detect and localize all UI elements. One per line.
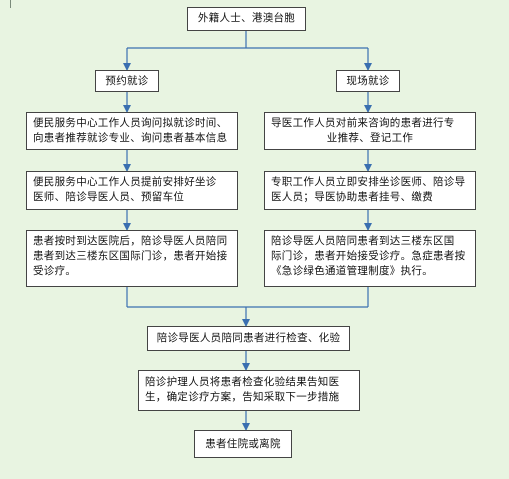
node-end: 患者住院或离院 — [194, 430, 292, 458]
node-left-header: 预约就诊 — [95, 70, 159, 92]
node-left-step2: 便民服务中心工作人员提前安排好坐诊 医师、陪诊导医人员、预留车位 — [26, 171, 238, 210]
node-merge-step: 陪诊导医人员陪同患者进行检查、化验 — [147, 326, 350, 351]
node-nurse-step: 陪诊护理人员将患者检查化验结果告知医 生，确定诊疗方案，告知采取下一步措施 — [138, 370, 360, 411]
node-left-step1: 便民服务中心工作人员询问拟就诊时间、 向患者推荐就诊专业、询问患者基本信息 — [26, 112, 238, 150]
node-right-step3: 陪诊导医人员陪同患者到达三楼东区国 际门诊，患者开始接受诊疗。急症患者按 《急诊… — [264, 230, 476, 287]
corner-mark — [10, 0, 11, 8]
node-right-header: 现场就诊 — [336, 70, 400, 92]
node-right-step1: 导医工作人员对前来咨询的患者进行专 业推荐、登记工作 — [264, 112, 476, 150]
node-right-step2: 专职工作人员立即安排坐诊医师、陪诊导 医人员；导医协助患者挂号、缴费 — [264, 171, 476, 210]
node-start: 外籍人士、港澳台胞 — [187, 7, 306, 31]
node-left-step3: 患者按时到达医院后，陪诊导医人员陪同 患者到达三楼东区国际门诊，患者开始接 受诊… — [26, 230, 238, 287]
